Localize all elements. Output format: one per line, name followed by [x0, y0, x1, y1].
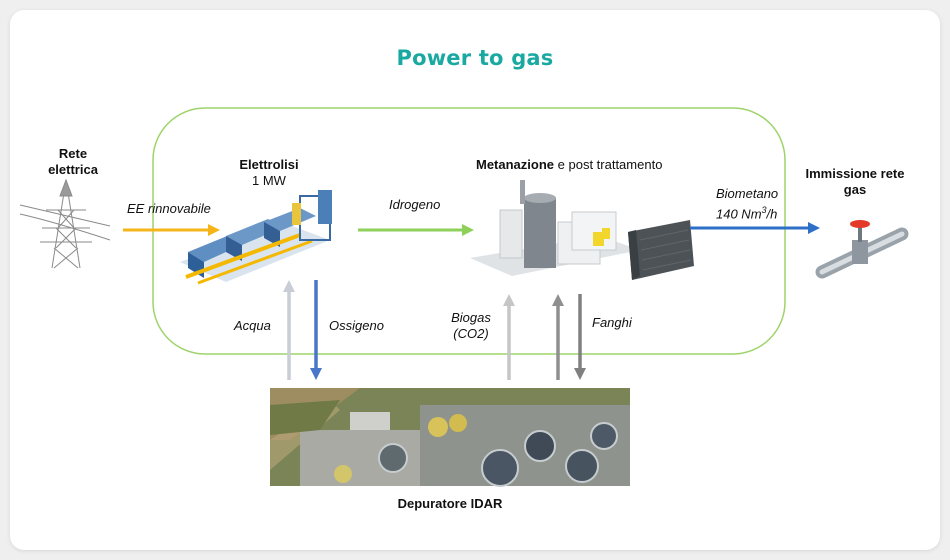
biometano-name: Biometano — [716, 186, 779, 201]
biometano-arrow — [690, 222, 820, 234]
biogas-co2: (CO2) — [453, 326, 489, 341]
elettrolisi-capacity: 1 MW — [252, 173, 286, 188]
diagram-title: Power to gas — [396, 46, 554, 70]
rete-line1: Rete — [58, 146, 88, 161]
wastewater-plant-aerial-photo — [270, 388, 630, 487]
electrolyser-illustration — [180, 190, 332, 285]
biogas-arrow — [503, 294, 515, 380]
fanghi-arrow — [574, 294, 586, 380]
ee-rinnovabile-label: EE rinnovabile — [127, 201, 211, 216]
immissione-rete-gas-label: Immissione rete gas — [800, 166, 910, 198]
elettrolisi-label: Elettrolisi 1 MW — [224, 157, 314, 189]
rete-elettrica-label: Rete elettrica — [38, 146, 108, 178]
ossigeno-label: Ossigeno — [329, 318, 384, 333]
acqua-label: Acqua — [234, 318, 271, 333]
rete-line2: elettrica — [48, 162, 98, 177]
idrogeno-label: Idrogeno — [389, 197, 441, 212]
biometano-label: Biometano 140 Nm3/h — [716, 186, 816, 222]
biometano-rate: 140 Nm3/h — [716, 202, 816, 222]
ee-rinnovabile-arrow — [123, 224, 220, 236]
biometano-rate-value: 140 Nm — [716, 206, 762, 222]
elettrolisi-name: Elettrolisi — [239, 157, 299, 172]
ossigeno-arrow — [310, 280, 322, 380]
gas-valve-icon — [815, 220, 909, 279]
idrogeno-arrow — [358, 224, 474, 236]
biometano-rate-exponent: 3 — [761, 205, 767, 215]
immissione-line2: gas — [843, 182, 867, 197]
fanghi-return-arrow — [552, 294, 564, 380]
methanation-plant-illustration — [470, 180, 694, 280]
immissione-line1: Immissione rete — [805, 166, 905, 181]
metanazione-label: Metanazione e post trattamento — [476, 157, 706, 173]
metanazione-post-trattamento: e post trattamento — [557, 157, 663, 172]
depuratore-label: Depuratore IDAR — [397, 496, 503, 511]
biogas-label: Biogas (CO2) — [446, 310, 496, 342]
biometano-rate-unit: /h — [766, 206, 778, 222]
metanazione-name: Metanazione — [476, 157, 555, 172]
fanghi-label: Fanghi — [592, 315, 632, 330]
power-pylon-icon — [19, 178, 111, 269]
biogas-name: Biogas — [451, 310, 491, 325]
acqua-arrow — [283, 280, 295, 380]
